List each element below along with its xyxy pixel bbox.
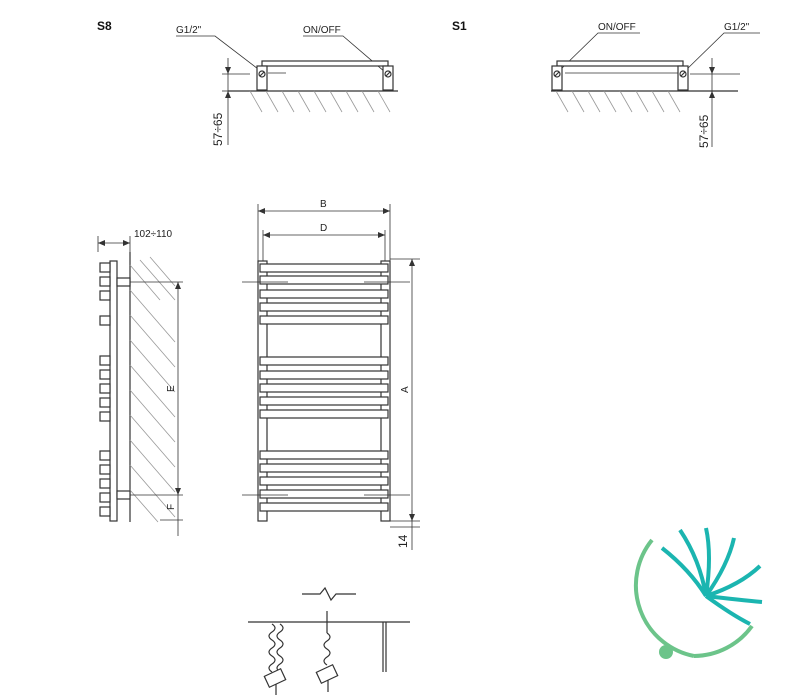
- heating-element-icon-2: [315, 611, 339, 692]
- side-view: 102÷110: [97, 229, 183, 536]
- s1-thread-label: G1/2": [724, 22, 750, 33]
- s8-wall-hatch: [249, 90, 391, 113]
- side-dim-f-label: F: [166, 504, 177, 510]
- side-top-bracket: [116, 277, 131, 287]
- plug-icon: [263, 667, 287, 689]
- s1-top-view: S1 ON/OFF G1/2" 57÷65: [452, 19, 760, 148]
- s1-right-connector: [677, 65, 689, 91]
- s8-valve-label: ON/OFF: [303, 25, 341, 36]
- side-dim-e-label: E: [166, 385, 177, 392]
- side-bottom-bracket: [116, 490, 131, 500]
- s8-right-valve-icon: [384, 70, 392, 78]
- s1-left-valve-icon: [553, 70, 561, 78]
- heating-element-icon: [263, 623, 287, 695]
- s8-thread-label: G1/2": [176, 25, 202, 36]
- front-dim-b-label: B: [320, 199, 327, 210]
- s1-valve-leader: [557, 32, 640, 73]
- plug-icon-2: [315, 663, 339, 685]
- s1-radiator-top: [556, 60, 684, 67]
- heating-element-detail: [248, 586, 410, 695]
- s1-wall-hatch: [555, 90, 681, 113]
- s1-title: S1: [452, 19, 467, 33]
- brand-logo: [633, 527, 763, 659]
- s8-left-valve-icon: [258, 70, 266, 78]
- front-tubes: [259, 263, 389, 512]
- s8-top-view: S8 G1/2" ON/OFF 57÷65: [97, 19, 398, 146]
- s1-left-connector: [551, 65, 563, 91]
- logo-green-arc: [633, 538, 695, 658]
- s8-valve-leader: [303, 35, 386, 73]
- front-dim-a-label: A: [400, 386, 411, 393]
- s8-title: S8: [97, 19, 112, 33]
- break-line-icon: [302, 586, 356, 602]
- front-dim-14-label: 14: [396, 534, 410, 548]
- front-view: B D: [242, 199, 420, 550]
- side-depth-label: 102÷110: [134, 229, 173, 240]
- front-dim-d-label: D: [320, 223, 327, 234]
- s8-right-connector: [382, 65, 394, 91]
- s1-thread-leader: [683, 32, 760, 73]
- side-radiator-profile: [109, 260, 118, 522]
- s1-right-valve-icon: [679, 70, 687, 78]
- logo-dot: [659, 645, 673, 659]
- s8-thread-leader: [176, 35, 263, 73]
- s1-wall-distance: 57÷65: [697, 114, 711, 148]
- side-tubes: [99, 262, 111, 517]
- s1-valve-label: ON/OFF: [598, 22, 636, 33]
- s8-wall-distance: 57÷65: [211, 112, 225, 146]
- s8-left-connector: [256, 65, 268, 91]
- s8-radiator-top: [261, 60, 389, 67]
- logo-teal-fronds: [660, 527, 763, 626]
